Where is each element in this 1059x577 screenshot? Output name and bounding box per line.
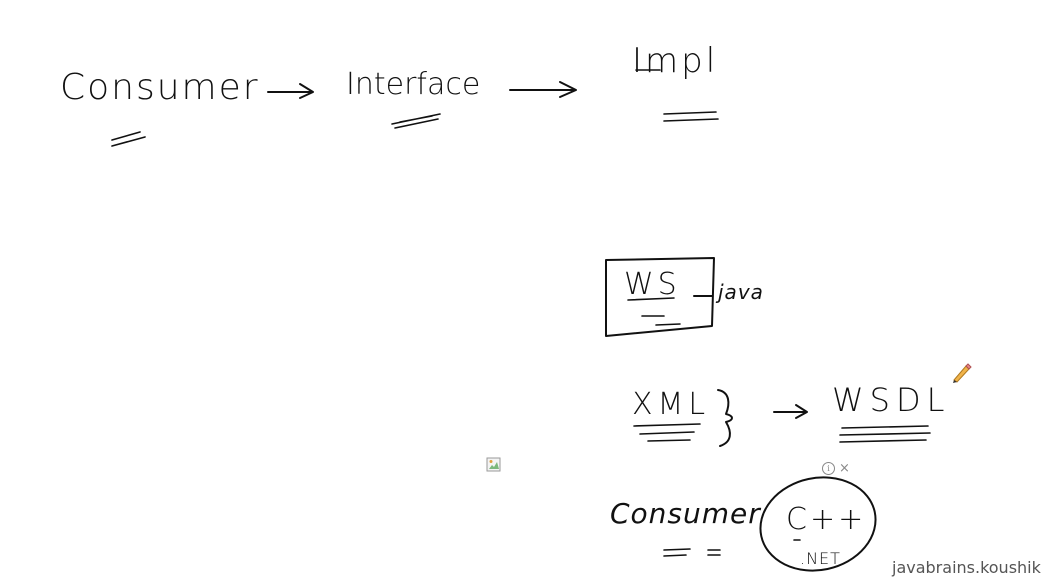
- ws-underline: [627, 297, 681, 326]
- watermark: javabrains.koushik: [892, 558, 1041, 577]
- impl-underline: [663, 111, 719, 122]
- consumer-bottom-label: Consumer: [610, 497, 761, 530]
- info-icon[interactable]: i: [822, 462, 835, 475]
- dotnet-label: .NET: [800, 549, 841, 568]
- arrow-consumer-to-interface: [267, 83, 314, 99]
- cpp-circle: [759, 476, 877, 572]
- ws-label: WS: [624, 267, 681, 302]
- wsdl-label: WSDL: [832, 381, 951, 419]
- broken-image-icon: [486, 457, 501, 472]
- arrow-xml-to-wsdl: [773, 404, 808, 419]
- xml-label: XML: [632, 387, 711, 422]
- interface-underline: [391, 113, 441, 129]
- xml-brace: [717, 389, 733, 447]
- consumer-label: Consumer: [60, 67, 260, 108]
- xml-underline: [633, 423, 701, 442]
- consumer-underline: [111, 131, 146, 147]
- impl-label: Impl: [632, 41, 719, 81]
- ws-box: [605, 257, 715, 337]
- close-icon[interactable]: ×: [839, 461, 850, 476]
- ad-controls: i ×: [822, 462, 850, 475]
- consumer2-underline: [663, 548, 721, 557]
- cpp-label: C++: [786, 502, 867, 537]
- pencil-icon[interactable]: [950, 362, 972, 384]
- arrow-interface-to-impl: [509, 81, 577, 98]
- interface-label: Interface: [346, 67, 481, 102]
- java-label: java: [718, 280, 764, 304]
- wsdl-underline: [839, 425, 931, 443]
